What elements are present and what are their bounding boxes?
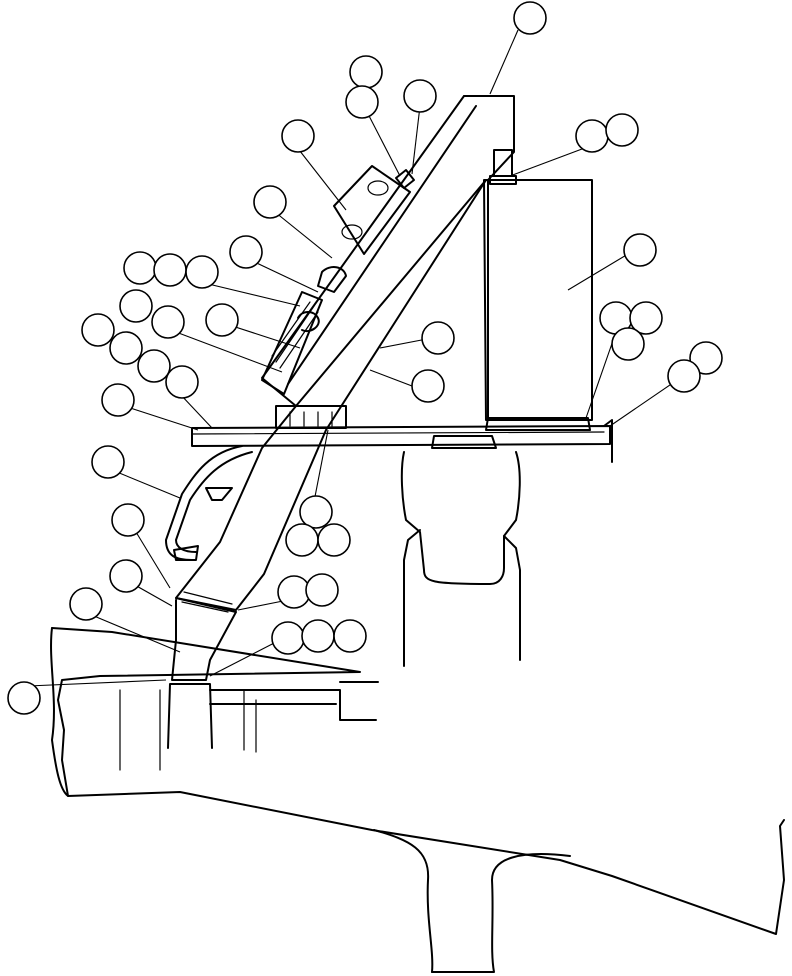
callout-balloon bbox=[285, 523, 319, 557]
callout-balloon bbox=[299, 495, 333, 529]
callout-balloon bbox=[271, 621, 305, 655]
callout-balloon bbox=[277, 575, 311, 609]
callout-balloon bbox=[109, 559, 143, 593]
callout-balloon bbox=[411, 369, 445, 403]
callout-balloon bbox=[101, 383, 135, 417]
callout-balloon bbox=[317, 523, 351, 557]
callout-balloon bbox=[253, 185, 287, 219]
callout-balloon bbox=[111, 503, 145, 537]
callout-balloon bbox=[689, 341, 723, 375]
callout-balloon bbox=[205, 303, 239, 337]
callout-balloon bbox=[281, 119, 315, 153]
callout-balloon bbox=[349, 55, 383, 89]
callout-balloon bbox=[185, 255, 219, 289]
callout-balloon bbox=[7, 681, 41, 715]
callout-balloon bbox=[165, 365, 199, 399]
hand-rail bbox=[165, 445, 253, 561]
callout-balloon bbox=[137, 349, 171, 383]
callout-balloon bbox=[81, 313, 115, 347]
center-pedestal bbox=[400, 435, 521, 667]
callout-balloon bbox=[611, 327, 645, 361]
callout-balloon bbox=[575, 119, 609, 153]
cabinet-box bbox=[483, 149, 593, 421]
callout-balloon bbox=[623, 233, 657, 267]
machine-frame bbox=[50, 627, 785, 973]
callout-balloon bbox=[421, 321, 455, 355]
callout-balloon bbox=[229, 235, 263, 269]
callout-balloon bbox=[151, 305, 185, 339]
callout-balloon bbox=[667, 359, 701, 393]
callout-balloon bbox=[345, 85, 379, 119]
callout-balloon bbox=[605, 113, 639, 147]
side-grille-panel bbox=[261, 266, 347, 395]
callout-balloon bbox=[153, 253, 187, 287]
callout-balloon bbox=[109, 331, 143, 365]
callout-balloons bbox=[7, 1, 723, 715]
control-panel bbox=[333, 165, 415, 255]
callout-balloon bbox=[119, 289, 153, 323]
deck-platform bbox=[191, 417, 613, 463]
callout-balloon bbox=[123, 251, 157, 285]
callout-balloon bbox=[91, 445, 125, 479]
callout-balloon bbox=[333, 619, 367, 653]
inclined-chute bbox=[171, 95, 515, 681]
callout-balloon bbox=[305, 573, 339, 607]
callout-balloon bbox=[301, 619, 335, 653]
callout-balloon bbox=[629, 301, 663, 335]
callout-balloon bbox=[69, 587, 103, 621]
callout-balloon bbox=[513, 1, 547, 35]
callout-balloon bbox=[403, 79, 437, 113]
